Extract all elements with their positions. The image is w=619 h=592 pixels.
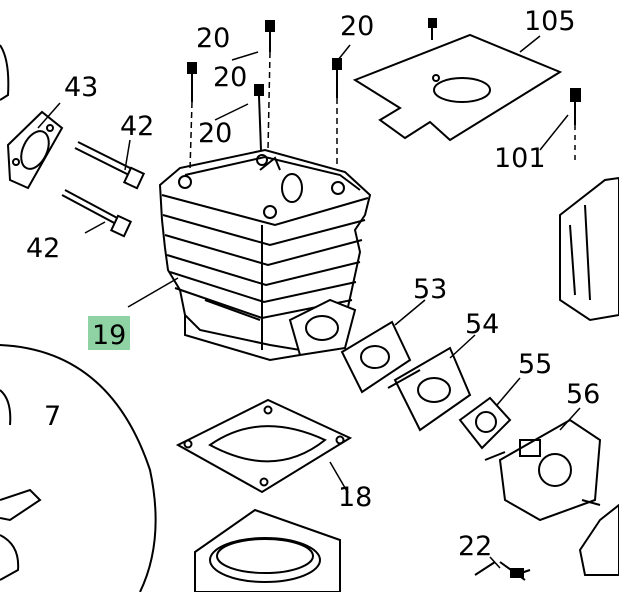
label-22: 22 [458,531,492,562]
piston-part [194,508,341,592]
carburetor-part-56 [484,418,602,522]
screw-part-20-a [265,20,275,52]
part-labels: 20 20 20 20 105 101 43 42 42 19 53 54 55… [26,6,600,562]
label-55: 55 [518,349,552,380]
gasket-part-18 [175,398,353,494]
part-19-highlight [88,316,130,350]
label-20-d: 20 [340,11,374,42]
bolt-part-42-lower [61,189,133,238]
screw-part-101 [570,88,581,160]
screw-part-top [428,18,437,40]
label-42-lower: 42 [26,233,60,264]
label-20-c: 20 [198,118,232,149]
label-18: 18 [338,482,372,513]
leader-lines [37,35,581,569]
bolt-part-22 [474,561,531,581]
label-53: 53 [413,274,447,305]
screw-part-20-b [187,62,197,102]
label-7: 7 [44,401,61,432]
housing-edge [0,44,10,101]
air-filter-cover [559,176,619,322]
manifold-part-54 [387,346,472,432]
label-20-a: 20 [196,23,230,54]
label-101: 101 [494,143,546,174]
gasket-part-55 [458,396,512,450]
gasket-part-43 [6,110,64,190]
label-54: 54 [465,309,499,340]
label-43: 43 [64,72,98,103]
screw-part-20-c [254,84,264,151]
label-42-upper: 42 [120,111,154,142]
cylinder-part-19 [158,148,372,362]
label-20-b: 20 [213,62,247,93]
label-105: 105 [524,6,576,37]
bolt-part-42-upper [74,141,146,190]
screw-part-20-d [332,58,342,98]
crankcase-part-7 [0,344,157,592]
bracket-part [578,503,619,576]
label-56: 56 [566,379,600,410]
gasket-part-53 [340,320,412,394]
label-19: 19 [92,320,126,351]
cover-plate-part-105 [352,33,563,142]
